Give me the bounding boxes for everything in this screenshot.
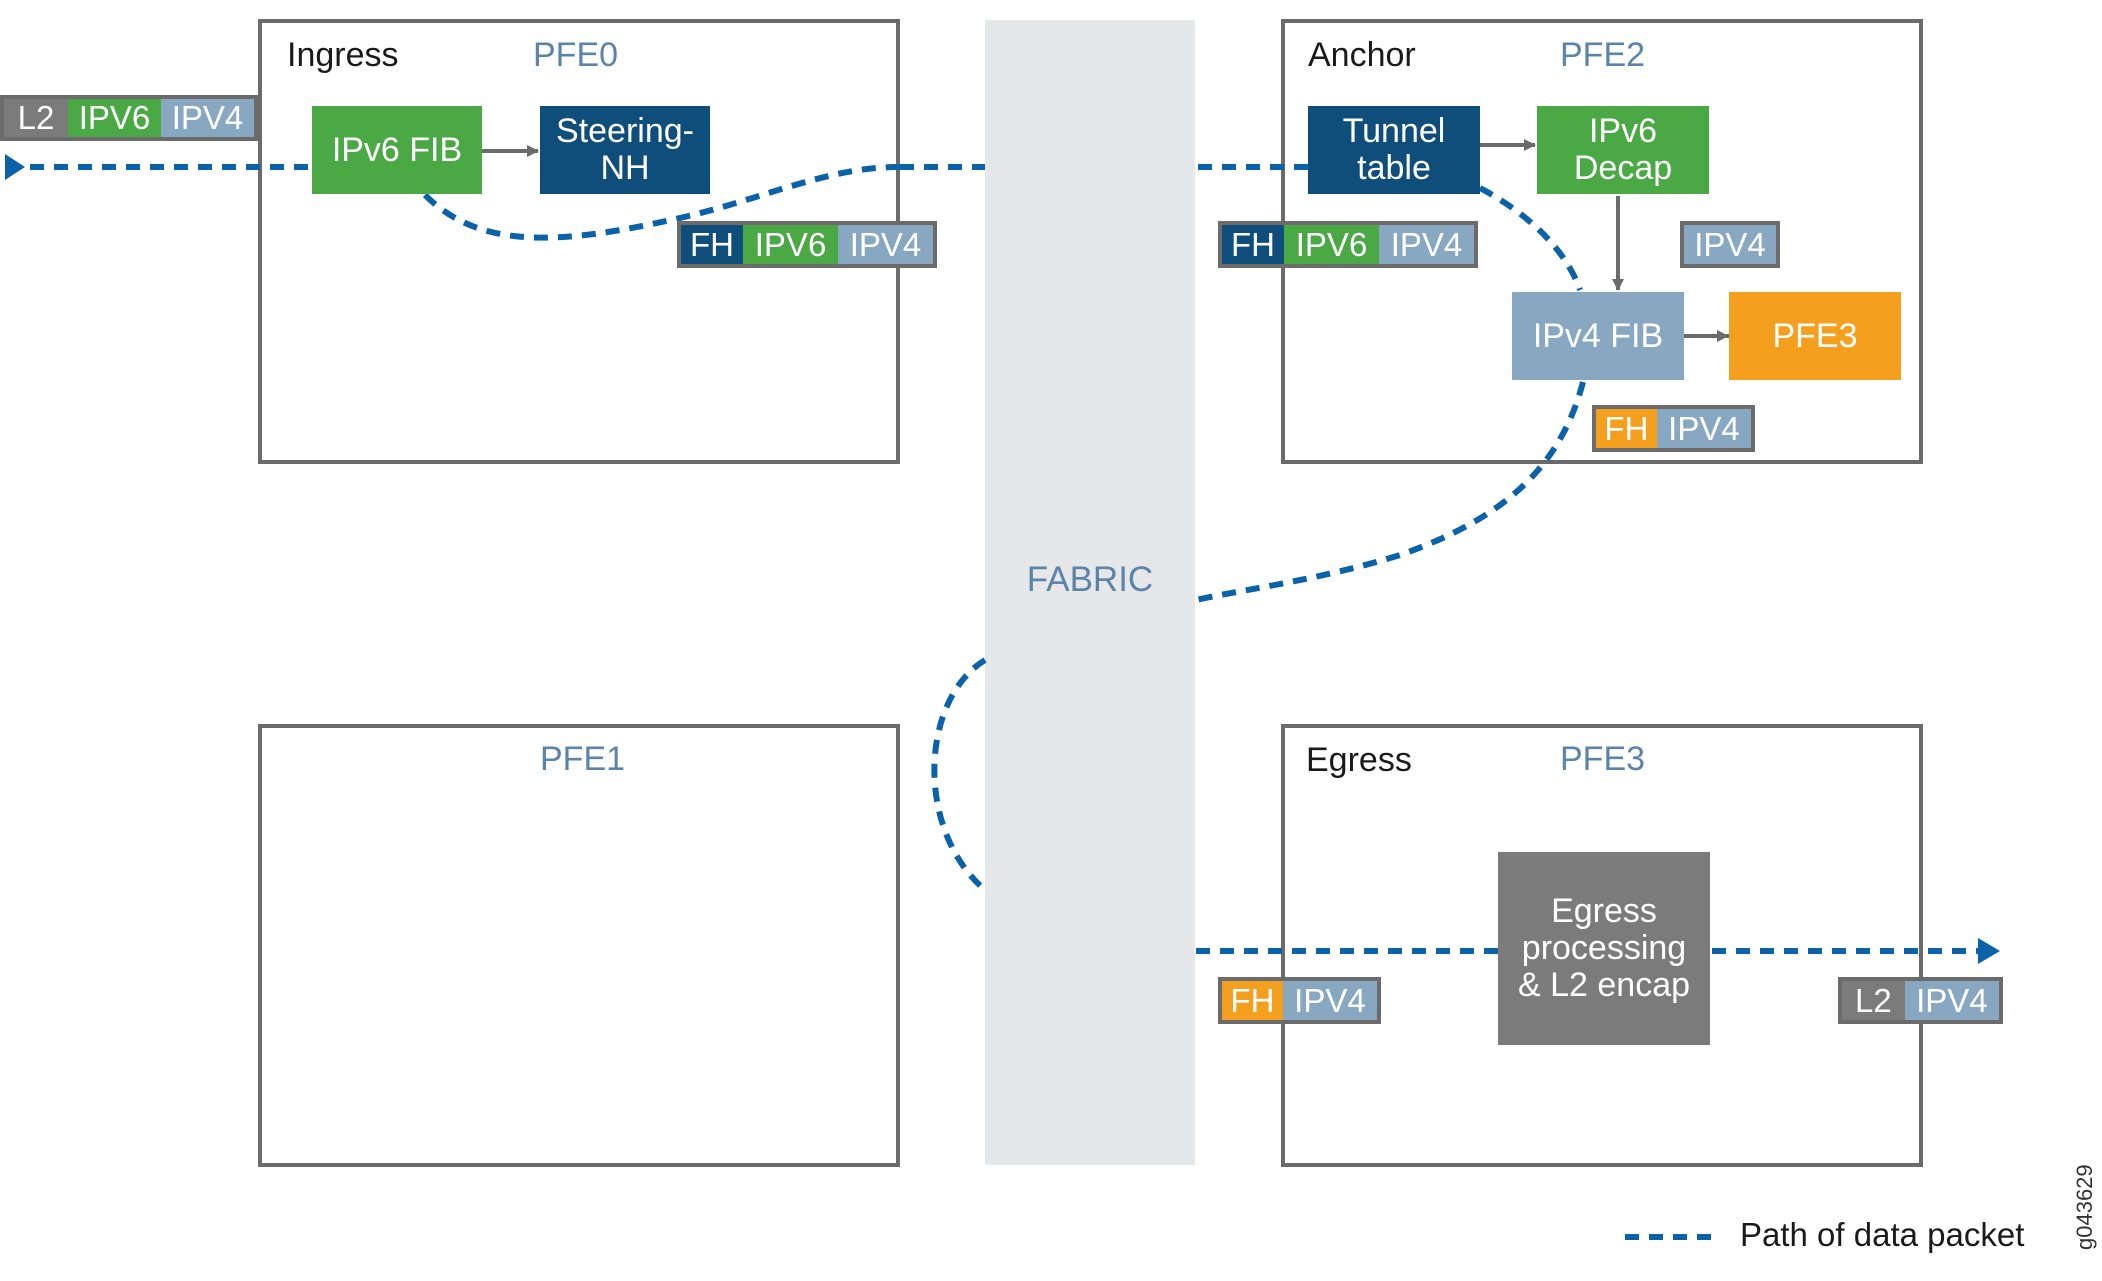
ipv6-decap-block: IPv6 Decap: [1537, 106, 1709, 194]
egress-line2: processing: [1521, 929, 1687, 967]
ingress-arrowhead: [5, 154, 25, 180]
ipv4-fib-block: IPv4 FIB: [1512, 292, 1684, 380]
steering-nh-line2: NH: [600, 149, 650, 187]
packet-segment-fh: FH: [1596, 409, 1657, 448]
egress-line3: & L2 encap: [1517, 966, 1691, 1004]
packet-after-steering: FH IPV6 IPV4: [677, 221, 937, 268]
pfe3-target-block: PFE3: [1729, 292, 1901, 380]
ipv6-decap-line2: Decap: [1573, 149, 1673, 187]
pfe3-role-label: Egress: [1306, 741, 1412, 779]
fabric: [985, 20, 1195, 1165]
tunnel-table-line2: table: [1357, 149, 1431, 187]
data-path: [30, 163, 1980, 954]
packet-egress-in: FH IPV4: [1218, 977, 1381, 1024]
egress-processing-block: Egress processing & L2 encap: [1498, 852, 1710, 1045]
packet-segment-ipv4: IPV4: [1656, 409, 1751, 448]
packet-segment-ipv4: IPV4: [160, 99, 254, 137]
packet-segment-ipv4: IPV4: [1684, 225, 1776, 264]
tunnel-table-line1: Tunnel: [1342, 112, 1446, 150]
packet-segment-ipv4: IPV4: [1282, 981, 1377, 1020]
pfe3-name-label: PFE3: [1560, 740, 1646, 778]
packet-segment-ipv4: IPV4: [838, 225, 933, 264]
packet-segment-ipv4: IPV4: [1379, 225, 1474, 264]
steering-nh-block: Steering- NH: [540, 106, 710, 194]
packet-segment-ipv6: IPV6: [1284, 225, 1380, 264]
packet-after-decap: IPV4: [1680, 221, 1780, 268]
packet-anchor-in: FH IPV6 IPV4: [1218, 221, 1478, 268]
flow-arrows: [482, 139, 1730, 342]
packet-segment-ipv4: IPV4: [1904, 981, 1999, 1020]
packet-segment-fh: FH: [1222, 981, 1283, 1020]
legend-label: Path of data packet: [1740, 1216, 2025, 1253]
fabric-label: FABRIC: [1026, 560, 1154, 599]
ipv6-fib-block: IPv6 FIB: [312, 106, 482, 194]
egress-line1: Egress: [1551, 892, 1657, 930]
pfe0-name-label: PFE0: [533, 36, 619, 74]
egress-arrowhead: [1978, 938, 2000, 964]
packet-output: L2 IPV4: [1838, 977, 2003, 1024]
packet-after-ipv4-fib: FH IPV4: [1592, 405, 1755, 452]
ipv6-decap-line1: IPv6: [1588, 112, 1658, 150]
packet-segment-l2: L2: [1842, 981, 1905, 1020]
packet-segment-l2: L2: [4, 99, 68, 137]
pfe0-role-label: Ingress: [287, 36, 399, 74]
pfe2-role-label: Anchor: [1308, 36, 1416, 74]
tunnel-table-block: Tunnel table: [1308, 106, 1480, 194]
steering-nh-line1: Steering-: [556, 112, 694, 150]
packet-segment-ipv6: IPV6: [67, 99, 161, 137]
pfe2-name-label: PFE2: [1560, 36, 1646, 74]
packet-segment-fh: FH: [681, 225, 744, 264]
packet-segment-ipv6: IPV6: [743, 225, 839, 264]
figure-id: g043629: [2072, 1164, 2097, 1250]
packet-input: L2 IPV6 IPV4: [0, 95, 258, 141]
pfe1-name-label: PFE1: [540, 740, 626, 778]
pfe1-box: [258, 724, 900, 1167]
packet-segment-fh: FH: [1222, 225, 1285, 264]
